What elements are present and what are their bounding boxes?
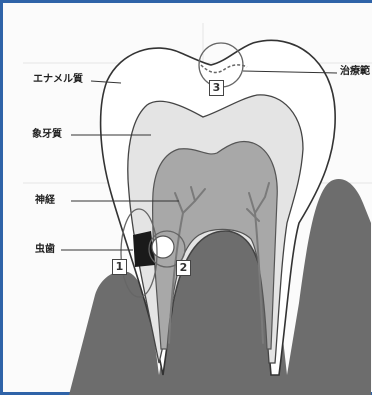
marker-1: 1 [112,259,127,275]
tooth-diagram [3,3,372,398]
label-cavity: 虫歯 [35,244,55,256]
label-nerve: 神経 [35,195,55,207]
marker-3: 3 [209,80,224,96]
label-dentin: 象牙質 [32,129,62,141]
marker-2: 2 [176,260,191,276]
filling [152,236,174,258]
label-enamel: エナメル質 [33,74,83,86]
label-treatment: 治療範 [340,66,370,78]
